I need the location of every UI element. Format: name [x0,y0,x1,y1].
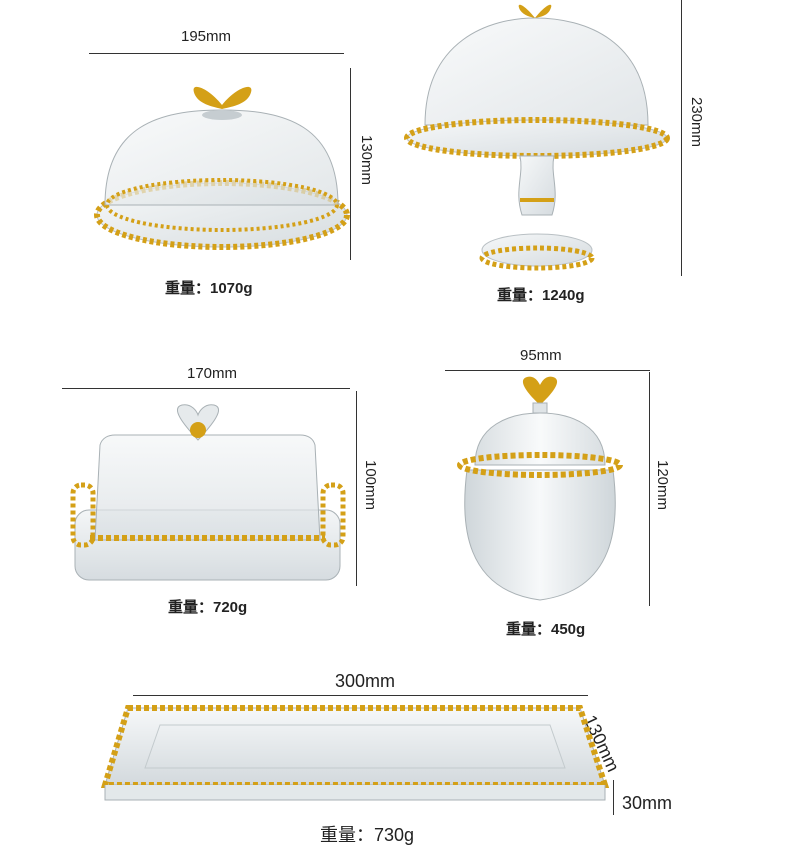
height-label: 100mm [362,460,379,511]
sugar-jar-image [457,376,623,601]
cake-dome-image [94,86,350,250]
height-label: 130mm [358,135,375,186]
weight-label: 重量：730g [320,825,415,845]
height-label: 30mm [622,793,673,813]
width-dimension-line [62,388,350,389]
weight-label: 重量：450g [506,621,586,638]
cake-stand-image [404,4,670,271]
width-dimension-line [445,370,650,371]
width-label: 95mm [520,347,562,364]
height-label: 120mm [654,460,671,511]
weight-label: 重量：720g [168,599,248,616]
weight-label: 重量：1070g [165,280,253,297]
height-dimension-line [681,0,682,276]
width-dimension-line [133,695,588,696]
weight-label: 重量：1240g [497,287,585,304]
butter-dish-image [70,404,346,581]
width-label: 300mm [335,671,396,691]
long-tray-image [100,705,610,801]
width-label: 170mm [187,365,238,382]
width-dimension-line [89,53,344,54]
height-dimension-line [613,780,614,815]
height-dimension-line [356,391,357,586]
height-dimension-line [649,372,650,606]
width-label: 195mm [181,28,232,45]
height-dimension-line [350,68,351,260]
height-label: 230mm [688,97,705,148]
